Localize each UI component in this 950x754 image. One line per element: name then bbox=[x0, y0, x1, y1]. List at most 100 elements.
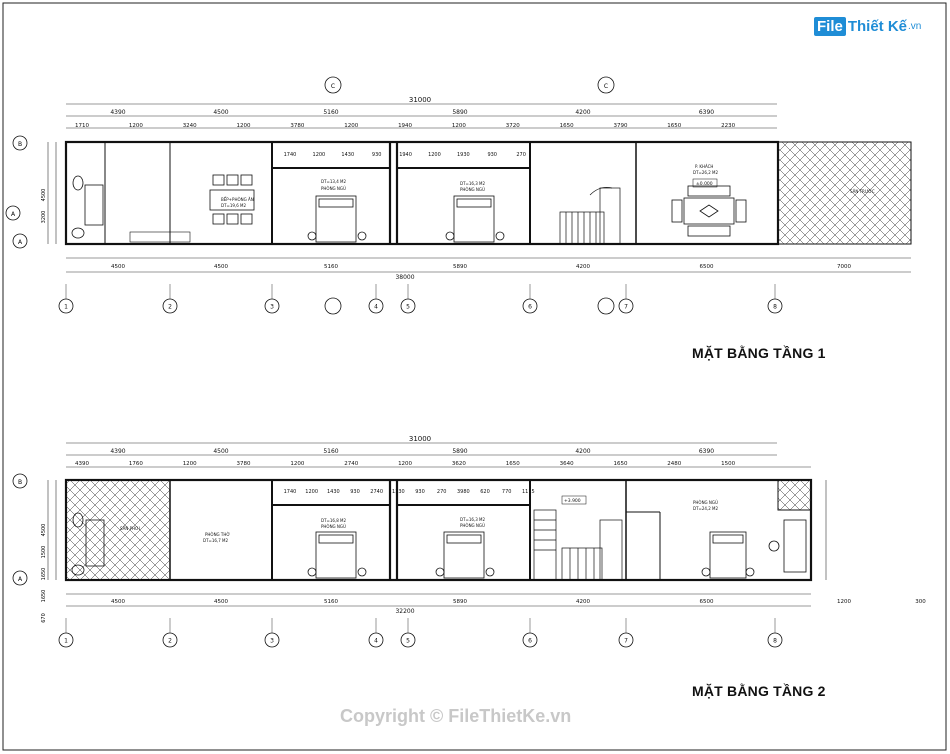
floor2-sub-dim: 3780 bbox=[237, 461, 251, 467]
floor2-sub-dim: 2740 bbox=[344, 461, 358, 467]
floor1-room-dim: 1930 bbox=[457, 152, 470, 158]
floor1-axis-label: 4 bbox=[374, 304, 378, 311]
f1-axis-row-a: A bbox=[18, 239, 23, 246]
floor2-room-dim: 1115 bbox=[522, 489, 535, 495]
floor1-top-dim: 4390 bbox=[110, 109, 125, 116]
f2-room-bed1-area: DT=16,8 M2 bbox=[321, 518, 347, 523]
floor2-bottom-dim: 4500 bbox=[214, 599, 228, 605]
logo-box: File bbox=[814, 16, 846, 36]
floor1-bottom-dim: 5160 bbox=[324, 264, 338, 270]
f2-balcony bbox=[777, 479, 812, 511]
floor2-sub-dim: 1650 bbox=[506, 461, 520, 467]
floor1-sub-dim: 1710 bbox=[75, 123, 89, 129]
f2-terrace bbox=[65, 479, 171, 581]
floor1-room-dim: 1430 bbox=[341, 152, 354, 158]
f2-axis-row-b: B bbox=[18, 479, 22, 486]
floor1-sub-dim: 1650 bbox=[560, 123, 574, 129]
floor2-room-dim: 620 bbox=[480, 489, 490, 495]
floor1-axis-label: 7 bbox=[624, 304, 628, 311]
floor2-sub-dim: 1650 bbox=[613, 461, 627, 467]
f1-bed1 bbox=[307, 195, 367, 243]
floor1-room-dim: 930 bbox=[372, 152, 382, 158]
floor2-sub-dim: 1200 bbox=[398, 461, 412, 467]
f2-room-terrace: SÂN PHƠI bbox=[120, 526, 140, 531]
floor2-side-dim: 1650 bbox=[41, 590, 47, 603]
f2-room-bed3-area: DT=24,2 M2 bbox=[693, 506, 719, 511]
floor2-room-dim: 1200 bbox=[305, 489, 318, 495]
floor1-sub-dim: 2230 bbox=[721, 123, 735, 129]
floor1-axis-label: 2 bbox=[168, 304, 172, 311]
f1-sofa-set bbox=[671, 185, 747, 237]
floor2-bottom-dim: 6500 bbox=[700, 599, 714, 605]
floor2-axis-label: 3 bbox=[270, 638, 274, 645]
floor1-axis-label: 8 bbox=[773, 304, 777, 311]
floor2-bottom-dim: 4500 bbox=[111, 599, 125, 605]
f1-room-living: P. KHÁCH bbox=[695, 164, 713, 169]
floor2-sub-dim: 3640 bbox=[560, 461, 574, 467]
f1-outer-wall bbox=[64, 140, 780, 246]
floor2-side-dim: 1650 bbox=[41, 568, 47, 581]
floor2-axis-label: 1 bbox=[64, 638, 68, 645]
copyright-watermark: Copyright © FileThietKe.vn bbox=[340, 706, 572, 726]
f1-stair bbox=[559, 186, 621, 245]
floor1-title: MẶT BẰNG TẦNG 1 bbox=[692, 345, 826, 361]
f1-section-mark-top-1: C bbox=[331, 83, 335, 90]
floor1-sub-dim: 3790 bbox=[613, 123, 627, 129]
floor2-sub-dim: 1500 bbox=[721, 461, 735, 467]
floor2-side-dim: 4500 bbox=[41, 524, 47, 537]
logo-text: Thiết Kế bbox=[847, 17, 908, 35]
floor1-top-dim: 5160 bbox=[323, 109, 338, 116]
floor1-room-dim: 270 bbox=[516, 152, 526, 158]
floor2-top-dim: 4200 bbox=[575, 448, 590, 455]
f2-bed2 bbox=[435, 531, 495, 579]
floor1-top-dim: 4200 bbox=[575, 109, 590, 116]
floor2-room-dim: 930 bbox=[350, 489, 360, 495]
floor2-room-dim: 930 bbox=[415, 489, 425, 495]
floor2-top-dim: 5160 bbox=[323, 448, 338, 455]
floor2-top-dim: 6390 bbox=[699, 448, 714, 455]
floor1-axis-label: 6 bbox=[528, 304, 532, 311]
floor1-sub-dim: 1200 bbox=[452, 123, 466, 129]
f1-axis-row-a-section: A bbox=[11, 211, 16, 218]
f2-wc bbox=[71, 512, 105, 576]
floor2-bottom-dim: 5160 bbox=[324, 599, 338, 605]
floor1-sub-dim: 3780 bbox=[290, 123, 304, 129]
floor2-top-dim: 5890 bbox=[452, 448, 467, 455]
floor1-sub-dim: 3240 bbox=[183, 123, 197, 129]
f1-front-yard bbox=[777, 141, 912, 245]
floor1-bottom-dim: 5890 bbox=[453, 264, 467, 270]
floor1-room-dim: 1200 bbox=[313, 152, 326, 158]
floor2-sub-dim: 1200 bbox=[183, 461, 197, 467]
floor1-bottom-dim: 4500 bbox=[111, 264, 125, 270]
floor1-axis-label: 1 bbox=[64, 304, 68, 311]
floor1-top-dim: 5890 bbox=[452, 109, 467, 116]
floor2-axis-label: 2 bbox=[168, 638, 172, 645]
f1-room-living-area: DT=26,2 M2 bbox=[693, 170, 719, 175]
floor1-axis-label: 5 bbox=[406, 304, 410, 311]
floor2-side-dim: 1500 bbox=[41, 546, 47, 559]
floor2-sub-dim: 4390 bbox=[75, 461, 89, 467]
floor2-sub-dim: 1200 bbox=[290, 461, 304, 467]
f2-room-bed1: PHÒNG NGỦ bbox=[321, 524, 346, 529]
f2-bed3 bbox=[701, 519, 807, 579]
floor1-top-dim: 4500 bbox=[213, 109, 228, 116]
floor1-top-dim: 6390 bbox=[699, 109, 714, 116]
floor1-sub-dim: 1940 bbox=[398, 123, 412, 129]
f2-room-bed2-area: DT=16,3 M2 bbox=[460, 517, 486, 522]
floor1-room-dim: 1740 bbox=[284, 152, 297, 158]
f2-room-worship-area: DT=16,7 M2 bbox=[203, 538, 229, 543]
f1-wc bbox=[71, 175, 104, 239]
f1-room-bed2-area: DT=16,3 M2 bbox=[460, 181, 486, 186]
f1-level: ±0.000 bbox=[696, 181, 713, 187]
floor1-room-dim: 1940 bbox=[399, 152, 412, 158]
f2-level: +3.900 bbox=[564, 498, 581, 504]
floor1-bottom-dim: 4200 bbox=[576, 264, 590, 270]
f1-kitchen-counter bbox=[129, 231, 191, 243]
f1-axis-row-b: B bbox=[18, 141, 22, 148]
floor1-side-dim: 4500 bbox=[41, 189, 47, 202]
f2-total-top: 31000 bbox=[409, 435, 431, 443]
floor1-side-dim: 3200 bbox=[41, 211, 47, 224]
floor2-top-dim: 4390 bbox=[110, 448, 125, 455]
